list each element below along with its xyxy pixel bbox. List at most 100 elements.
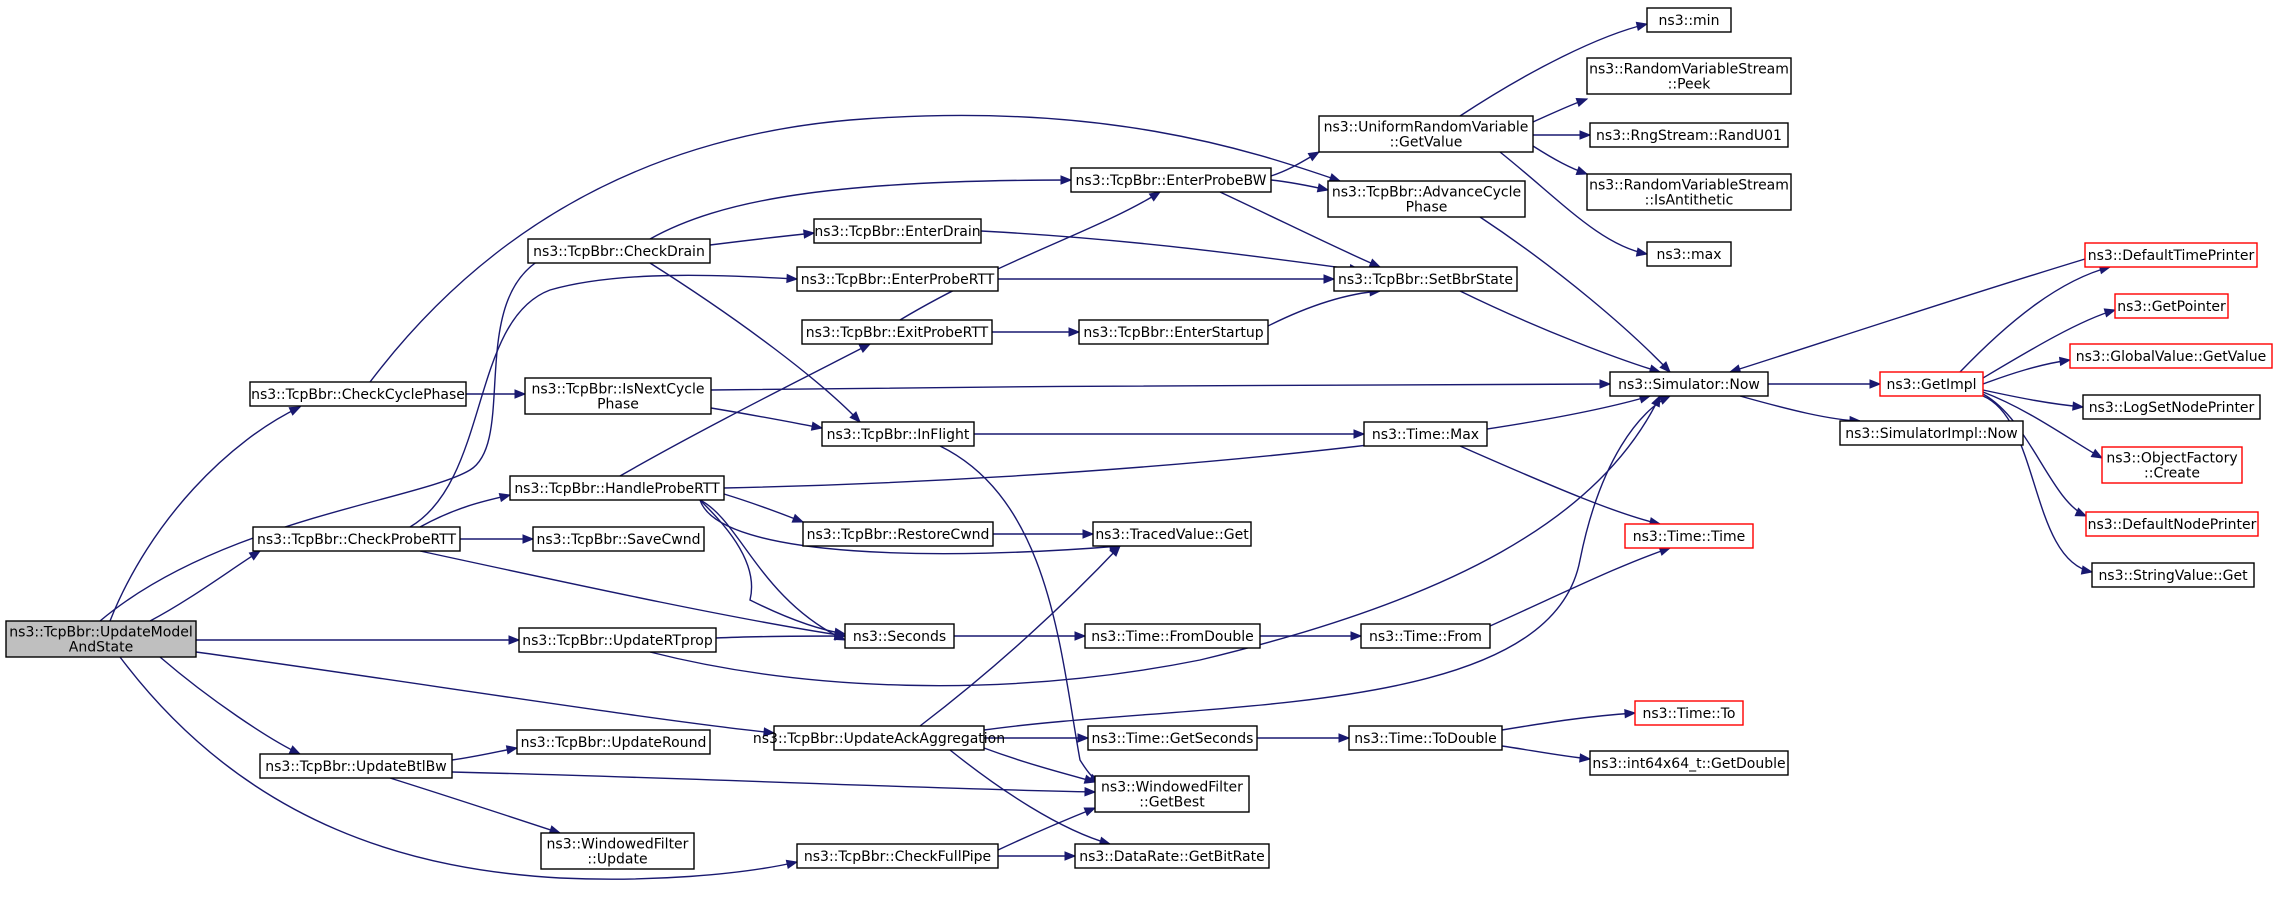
function-node-peek[interactable]: ns3::RandomVariableStream::Peek <box>1586 57 1792 95</box>
function-node-getPointer[interactable]: ns3::GetPointer <box>2114 293 2229 319</box>
node-box <box>1589 122 1789 148</box>
function-node-objFactoryCreate[interactable]: ns3::ObjectFactory::Create <box>2101 446 2243 484</box>
node-label: ns3::DefaultTimePrinter <box>2088 248 2255 264</box>
function-node-enterStartup[interactable]: ns3::TcpBbr::EnterStartup <box>1078 319 1269 345</box>
node-label: ns3::Time::GetSeconds <box>1092 731 1254 747</box>
function-node-tracedGet[interactable]: ns3::TracedValue::Get <box>1092 521 1252 547</box>
node-box <box>1318 115 1534 153</box>
function-node-defTimePrinter[interactable]: ns3::DefaultTimePrinter <box>2084 242 2258 268</box>
node-box <box>796 843 999 869</box>
function-node-urvGetValue[interactable]: ns3::UniformRandomVariable::GetValue <box>1318 115 1534 153</box>
node-label: ns3::TcpBbr::CheckFullPipe <box>804 849 991 865</box>
function-node-seconds[interactable]: ns3::Seconds <box>844 623 955 649</box>
call-edge-updateAckAgg-to-simNow <box>983 395 1672 731</box>
function-node-toDouble[interactable]: ns3::Time::ToDouble <box>1348 725 1503 751</box>
node-box <box>1646 241 1732 267</box>
function-node-timeTime[interactable]: ns3::Time::Time <box>1624 523 1754 549</box>
node-label: ns3::min <box>1659 13 1720 29</box>
function-node-isAntithetic[interactable]: ns3::RandomVariableStream::IsAntithetic <box>1586 173 1792 211</box>
call-edge-updateBtlBw-to-wfUpdate <box>389 777 562 835</box>
function-node-stringValueGet[interactable]: ns3::StringValue::Get <box>2091 562 2255 588</box>
node-box <box>518 627 717 653</box>
call-edge-defTimePrinter-to-simNow <box>1728 258 2086 374</box>
node-label: ::Create <box>2144 466 2200 482</box>
function-node-enterDrain[interactable]: ns3::TcpBbr::EnterDrain <box>813 218 982 244</box>
call-edge-root-to-checkCyclePhase <box>109 406 302 622</box>
function-node-getBitRate[interactable]: ns3::DataRate::GetBitRate <box>1074 843 1270 869</box>
node-box <box>821 421 975 447</box>
function-node-wfGetBest[interactable]: ns3::WindowedFilter::GetBest <box>1094 775 1250 813</box>
node-label: ns3::TcpBbr::UpdateRound <box>521 735 707 751</box>
node-label: ns3::TcpBbr::SetBbrState <box>1338 272 1513 288</box>
function-node-simNow[interactable]: ns3::Simulator::Now <box>1609 371 1769 397</box>
node-box <box>773 725 985 751</box>
call-edge-enterStartup-to-setBbrState <box>1267 287 1382 327</box>
function-node-inFlight[interactable]: ns3::TcpBbr::InFlight <box>821 421 975 447</box>
function-node-checkDrain[interactable]: ns3::TcpBbr::CheckDrain <box>527 238 711 264</box>
function-node-getSeconds[interactable]: ns3::Time::GetSeconds <box>1087 725 1258 751</box>
call-edge-getSeconds-to-toDouble <box>1257 733 1351 743</box>
function-node-globalValueGet[interactable]: ns3::GlobalValue::GetValue <box>2069 343 2273 369</box>
node-label: ns3::TcpBbr::SaveCwnd <box>536 532 700 548</box>
node-box <box>1348 725 1503 751</box>
node-label: ns3::TcpBbr::UpdateRTprop <box>522 633 713 649</box>
function-node-simImplNow[interactable]: ns3::SimulatorImpl::Now <box>1839 420 2024 446</box>
node-label: ns3::Time::ToDouble <box>1354 731 1497 747</box>
function-node-min[interactable]: ns3::min <box>1646 7 1732 33</box>
function-node-timeMax[interactable]: ns3::Time::Max <box>1363 421 1488 447</box>
function-node-updateAckAgg[interactable]: ns3::TcpBbr::UpdateAckAggregation <box>753 725 1005 751</box>
function-node-checkFullPipe[interactable]: ns3::TcpBbr::CheckFullPipe <box>796 843 999 869</box>
function-node-max[interactable]: ns3::max <box>1646 241 1732 267</box>
function-node-logSetNodePrinter[interactable]: ns3::LogSetNodePrinter <box>2082 394 2261 420</box>
node-label: ns3::RandomVariableStream <box>1589 178 1789 194</box>
function-node-getDouble[interactable]: ns3::int64x64_t::GetDouble <box>1589 750 1789 776</box>
call-edge-getImpl-to-objFactoryCreate <box>1982 391 2104 459</box>
function-node-restoreCwnd[interactable]: ns3::TcpBbr::RestoreCwnd <box>802 521 994 547</box>
call-edge-restoreCwnd-to-tracedGet <box>992 529 1095 539</box>
function-node-exitProbeRTT[interactable]: ns3::TcpBbr::ExitProbeRTT <box>801 319 993 345</box>
function-node-handleProbeRTT[interactable]: ns3::TcpBbr::HandleProbeRTT <box>509 475 725 501</box>
function-node-updateBtlBw[interactable]: ns3::TcpBbr::UpdateBtlBw <box>259 753 453 779</box>
function-node-setBbrState[interactable]: ns3::TcpBbr::SetBbrState <box>1333 266 1518 292</box>
function-node-getImpl[interactable]: ns3::GetImpl <box>1879 371 1984 397</box>
node-box <box>2084 242 2258 268</box>
node-label: ns3::DefaultNodePrinter <box>2088 517 2257 533</box>
node-box <box>1084 623 1261 649</box>
node-box <box>532 526 705 552</box>
function-node-checkCyclePhase[interactable]: ns3::TcpBbr::CheckCyclePhase <box>249 381 467 407</box>
call-edge-root-to-checkDrain <box>99 249 562 622</box>
node-label: ns3::TcpBbr::AdvanceCycle <box>1332 185 1521 201</box>
node-label: ns3::TcpBbr::EnterStartup <box>1083 325 1263 341</box>
function-node-randU01[interactable]: ns3::RngStream::RandU01 <box>1589 122 1789 148</box>
function-node-enterProbeBW[interactable]: ns3::TcpBbr::EnterProbeBW <box>1070 167 1272 193</box>
node-label: ns3::SimulatorImpl::Now <box>1845 426 2018 442</box>
function-node-saveCwnd[interactable]: ns3::TcpBbr::SaveCwnd <box>532 526 705 552</box>
node-box <box>516 729 711 755</box>
call-edge-checkFullPipe-to-wfGetBest <box>997 807 1097 851</box>
node-label: ns3::TcpBbr::EnterProbeRTT <box>801 272 995 288</box>
function-node-updateRTprop[interactable]: ns3::TcpBbr::UpdateRTprop <box>518 627 717 653</box>
node-label: ns3::TcpBbr::IsNextCycle <box>532 382 705 398</box>
node-label: ns3::TcpBbr::RestoreCwnd <box>807 527 990 543</box>
function-node-defNodePrinter[interactable]: ns3::DefaultNodePrinter <box>2085 511 2259 537</box>
function-node-wfUpdate[interactable]: ns3::WindowedFilter::Update <box>540 832 695 870</box>
node-box <box>802 521 994 547</box>
call-edge-urvGetValue-to-max <box>1499 151 1649 257</box>
node-label: ns3::Time::Time <box>1633 529 1745 545</box>
function-node-checkProbeRTT[interactable]: ns3::TcpBbr::CheckProbeRTT <box>252 526 461 552</box>
node-box <box>1609 371 1769 397</box>
node-label: ns3::RandomVariableStream <box>1589 62 1789 78</box>
function-node-updateRound[interactable]: ns3::TcpBbr::UpdateRound <box>516 729 711 755</box>
function-node-fromDouble[interactable]: ns3::Time::FromDouble <box>1084 623 1261 649</box>
call-edge-root-to-checkFullPipe <box>119 656 799 880</box>
node-label: ns3::LogSetNodePrinter <box>2089 400 2255 416</box>
function-node-enterProbeRTT[interactable]: ns3::TcpBbr::EnterProbeRTT <box>796 266 999 292</box>
function-node-timeFrom[interactable]: ns3::Time::From <box>1360 623 1491 649</box>
node-box <box>1839 420 2024 446</box>
function-node-timeTo[interactable]: ns3::Time::To <box>1634 700 1744 726</box>
node-label: ns3::TcpBbr::EnterDrain <box>814 224 980 240</box>
